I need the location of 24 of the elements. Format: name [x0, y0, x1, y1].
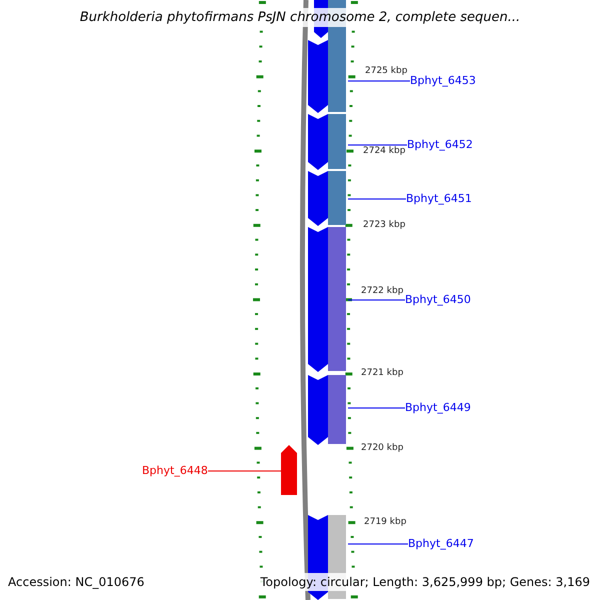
- scale-label: 2719 kbp: [363, 517, 408, 528]
- gene-feature-drawing: [308, 171, 348, 226]
- scale-label: 2724 kbp: [362, 146, 406, 157]
- gene-feature-drawing: [308, 375, 348, 445]
- scale-label: 2721 kbp: [360, 368, 404, 379]
- gene-feature-drawing: [308, 114, 348, 170]
- gene-label: Bphyt_6450: [405, 293, 471, 306]
- scale-label: 2720 kbp: [360, 443, 404, 454]
- leader-line: [348, 144, 408, 146]
- scale-label: 2723 kbp: [362, 220, 406, 231]
- gene-label: Bphyt_6451: [406, 192, 472, 205]
- scale-label: 2722 kbp: [360, 286, 404, 297]
- leader-line: [207, 470, 282, 472]
- gene-label: Bphyt_6452: [407, 138, 473, 151]
- scale-label: 2725 kbp: [364, 66, 408, 77]
- leader-line: [348, 80, 410, 82]
- gene-label: Bphyt_6448: [142, 464, 208, 477]
- leader-line: [348, 198, 406, 200]
- gene-arrow: [281, 445, 297, 495]
- gene-label: Bphyt_6449: [405, 401, 471, 414]
- gene-label: Bphyt_6453: [410, 74, 476, 87]
- gene-feature-drawing: [308, 227, 348, 372]
- gene-feature-drawing: [308, 40, 348, 113]
- gene-label: Bphyt_6447: [408, 537, 474, 550]
